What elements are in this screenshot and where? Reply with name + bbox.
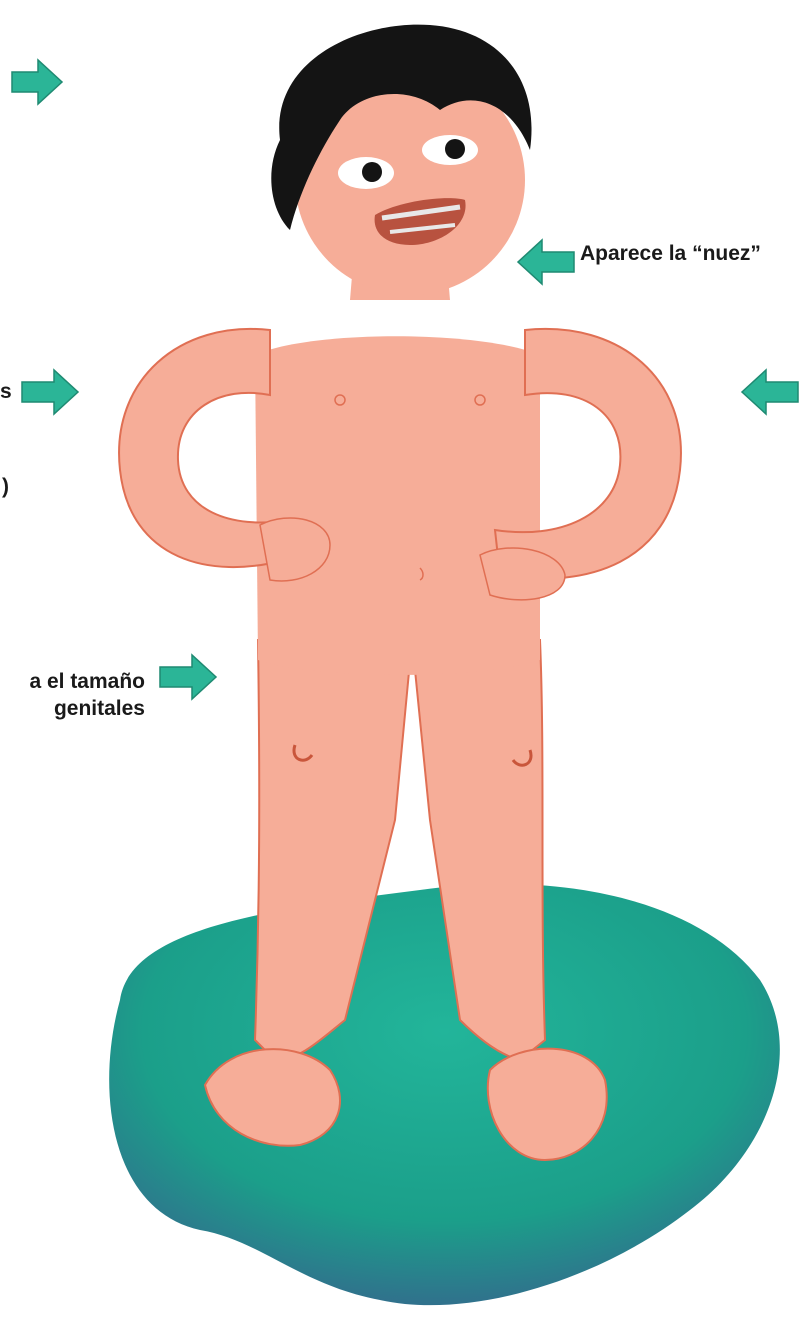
caption-genitales-line2: genitales	[0, 695, 145, 722]
arrow-left-icon	[518, 240, 574, 284]
torso	[255, 336, 540, 675]
arrow-right-icon	[22, 370, 78, 414]
caption-fragment-s: s	[0, 378, 12, 405]
left-pupil	[362, 162, 382, 182]
caption-genitales-line1: a el tamaño	[0, 668, 145, 695]
arrow-right-icon	[12, 60, 62, 104]
caption-genitales: a el tamaño genitales	[0, 668, 145, 722]
caption-fragment-paren: )	[2, 473, 9, 500]
right-pupil	[445, 139, 465, 159]
arrow-left-icon	[742, 370, 798, 414]
arrow-right-icon	[160, 655, 216, 699]
caption-nuez: Aparece la “nuez”	[580, 240, 761, 267]
